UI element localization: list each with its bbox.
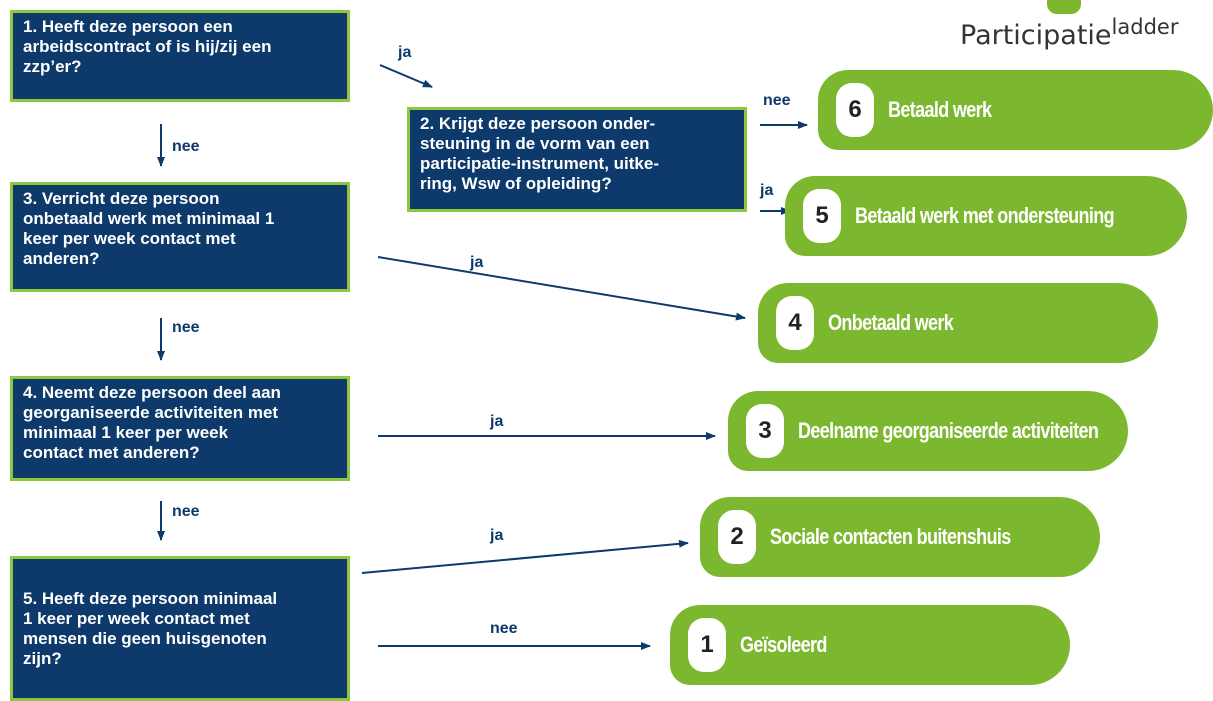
question-3-text: 3. Verricht deze persoon onbetaald werk … bbox=[23, 189, 275, 268]
label-q3-ja: ja bbox=[470, 254, 484, 271]
rung-6-label: Betaald werk bbox=[888, 97, 992, 122]
label-q2-ja: ja bbox=[760, 182, 774, 199]
logo-accent-shape bbox=[1047, 0, 1081, 14]
question-3-box: 3. Verricht deze persoon onbetaald werk … bbox=[10, 182, 350, 292]
rung-3: 3 Deelname georganiseerde activiteiten bbox=[728, 391, 1128, 471]
rung-1: 1 Geïsoleerd bbox=[670, 605, 1070, 685]
rung-2-label: Sociale contacten buitenshuis bbox=[770, 524, 1011, 549]
question-2-box: 2. Krijgt deze persoon onder- steuning i… bbox=[407, 107, 747, 212]
question-1-box: 1. Heeft deze persoon een arbeidscontrac… bbox=[10, 10, 350, 102]
label-q4-ja: ja bbox=[490, 413, 504, 430]
arrow-q1-ja bbox=[379, 64, 433, 88]
rung-4: 4 Onbetaald werk bbox=[758, 283, 1158, 363]
logo-text-main: Participatie bbox=[960, 20, 1112, 51]
rung-4-label: Onbetaald werk bbox=[828, 310, 954, 335]
label-q2-nee: nee bbox=[763, 92, 791, 109]
arrow-q3-ja bbox=[377, 256, 746, 321]
rung-5-number: 5 bbox=[803, 189, 841, 243]
label-q3-nee: nee bbox=[172, 319, 200, 336]
rung-3-label: Deelname georganiseerde activiteiten bbox=[798, 418, 1099, 443]
rung-6-number: 6 bbox=[836, 83, 874, 137]
label-q1-nee: nee bbox=[172, 138, 200, 155]
participatieladder-logo: Participatieladder bbox=[960, 15, 1178, 51]
question-4-box: 4. Neemt deze persoon deel aan georganis… bbox=[10, 376, 350, 481]
rung-5-label: Betaald werk met ondersteuning bbox=[855, 203, 1115, 228]
label-q4-nee: nee bbox=[172, 503, 200, 520]
label-q1-ja: ja bbox=[398, 44, 412, 61]
rung-1-label: Geïsoleerd bbox=[740, 632, 827, 657]
logo-text-sup: ladder bbox=[1111, 15, 1179, 39]
label-q5-nee: nee bbox=[490, 620, 518, 637]
rung-3-number: 3 bbox=[746, 404, 784, 458]
question-1-text: 1. Heeft deze persoon een arbeidscontrac… bbox=[23, 17, 272, 76]
question-5-box: 5. Heeft deze persoon minimaal 1 keer pe… bbox=[10, 556, 350, 701]
rung-2: 2 Sociale contacten buitenshuis bbox=[700, 497, 1100, 577]
question-4-text: 4. Neemt deze persoon deel aan georganis… bbox=[23, 383, 281, 462]
arrow-q5-ja bbox=[361, 539, 689, 574]
rung-6: 6 Betaald werk bbox=[818, 70, 1213, 150]
rung-2-number: 2 bbox=[718, 510, 756, 564]
question-2-text: 2. Krijgt deze persoon onder- steuning i… bbox=[420, 114, 659, 193]
rung-4-number: 4 bbox=[776, 296, 814, 350]
label-q5-ja: ja bbox=[490, 527, 504, 544]
rung-1-number: 1 bbox=[688, 618, 726, 672]
rung-5: 5 Betaald werk met ondersteuning bbox=[785, 176, 1187, 256]
question-5-text: 5. Heeft deze persoon minimaal 1 keer pe… bbox=[23, 589, 278, 668]
